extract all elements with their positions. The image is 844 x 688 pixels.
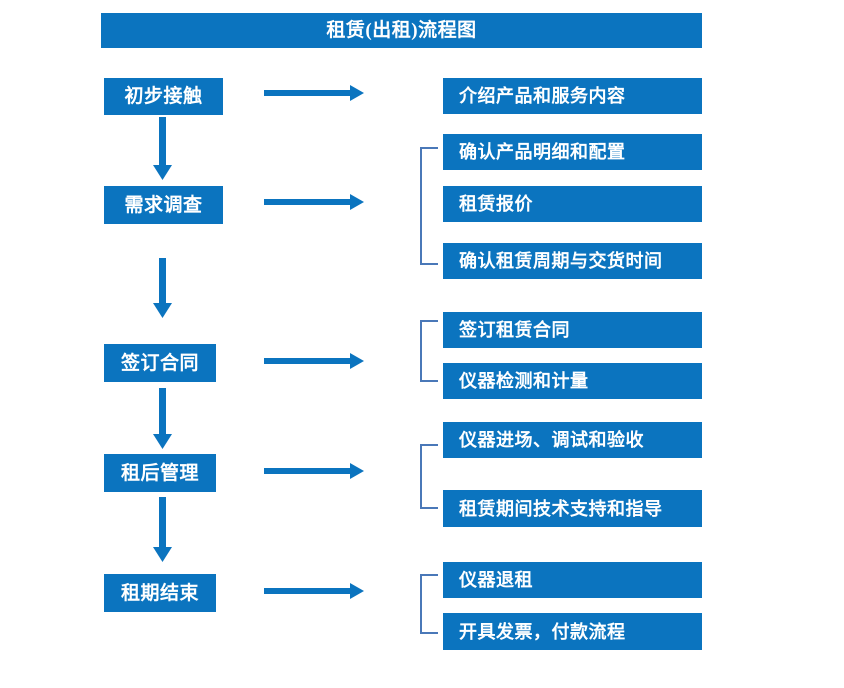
group-bracket bbox=[420, 147, 438, 265]
right-arrow bbox=[264, 583, 364, 599]
right-arrow bbox=[264, 353, 364, 369]
detail-box-2-2[interactable]: 租赁报价 bbox=[443, 186, 702, 222]
group-bracket bbox=[420, 444, 438, 509]
stage-label: 签订合同 bbox=[120, 352, 199, 374]
stage-label: 租后管理 bbox=[120, 462, 199, 484]
detail-label: 仪器检测和计量 bbox=[459, 371, 589, 391]
detail-label: 仪器进场、调试和验收 bbox=[459, 430, 644, 450]
detail-box-5-2[interactable]: 开具发票，付款流程 bbox=[443, 613, 702, 650]
stage-box-2[interactable]: 需求调查 bbox=[104, 186, 223, 224]
right-arrow bbox=[264, 194, 364, 210]
detail-label: 仪器退租 bbox=[459, 570, 533, 590]
detail-box-4-1[interactable]: 仪器进场、调试和验收 bbox=[443, 422, 702, 458]
detail-label: 开具发票，付款流程 bbox=[459, 621, 626, 642]
right-arrow bbox=[264, 85, 364, 101]
detail-box-3-2[interactable]: 仪器检测和计量 bbox=[443, 363, 702, 399]
detail-box-3-1[interactable]: 签订租赁合同 bbox=[443, 312, 702, 348]
detail-box-5-1[interactable]: 仪器退租 bbox=[443, 562, 702, 598]
detail-label: 签订租赁合同 bbox=[459, 320, 570, 340]
stage-label: 初步接触 bbox=[124, 86, 203, 107]
group-bracket bbox=[420, 574, 438, 634]
diagram-title-bar: 租赁(出租)流程图 bbox=[101, 13, 702, 48]
detail-label: 确认租赁周期与交货时间 bbox=[459, 251, 663, 271]
group-bracket bbox=[420, 320, 438, 382]
detail-label: 介绍产品和服务内容 bbox=[459, 86, 626, 106]
detail-label: 租赁期间技术支持和指导 bbox=[459, 498, 663, 519]
down-arrow bbox=[153, 258, 172, 318]
down-arrow bbox=[153, 497, 172, 562]
detail-label: 租赁报价 bbox=[459, 194, 533, 214]
detail-box-1-1[interactable]: 介绍产品和服务内容 bbox=[443, 78, 702, 114]
stage-box-3[interactable]: 签订合同 bbox=[104, 344, 216, 382]
page-title: 租赁(出租)流程图 bbox=[326, 20, 477, 41]
stage-box-4[interactable]: 租后管理 bbox=[104, 454, 216, 492]
right-arrow bbox=[264, 463, 364, 479]
stage-box-1[interactable]: 初步接触 bbox=[104, 78, 223, 115]
stage-box-5[interactable]: 租期结束 bbox=[104, 574, 216, 612]
stage-label: 需求调查 bbox=[124, 194, 203, 216]
detail-box-2-1[interactable]: 确认产品明细和配置 bbox=[443, 134, 702, 170]
detail-box-4-2[interactable]: 租赁期间技术支持和指导 bbox=[443, 490, 702, 527]
down-arrow bbox=[153, 388, 172, 449]
detail-box-2-3[interactable]: 确认租赁周期与交货时间 bbox=[443, 243, 702, 279]
stage-label: 租期结束 bbox=[120, 582, 199, 604]
detail-label: 确认产品明细和配置 bbox=[459, 142, 626, 162]
down-arrow bbox=[153, 117, 172, 180]
